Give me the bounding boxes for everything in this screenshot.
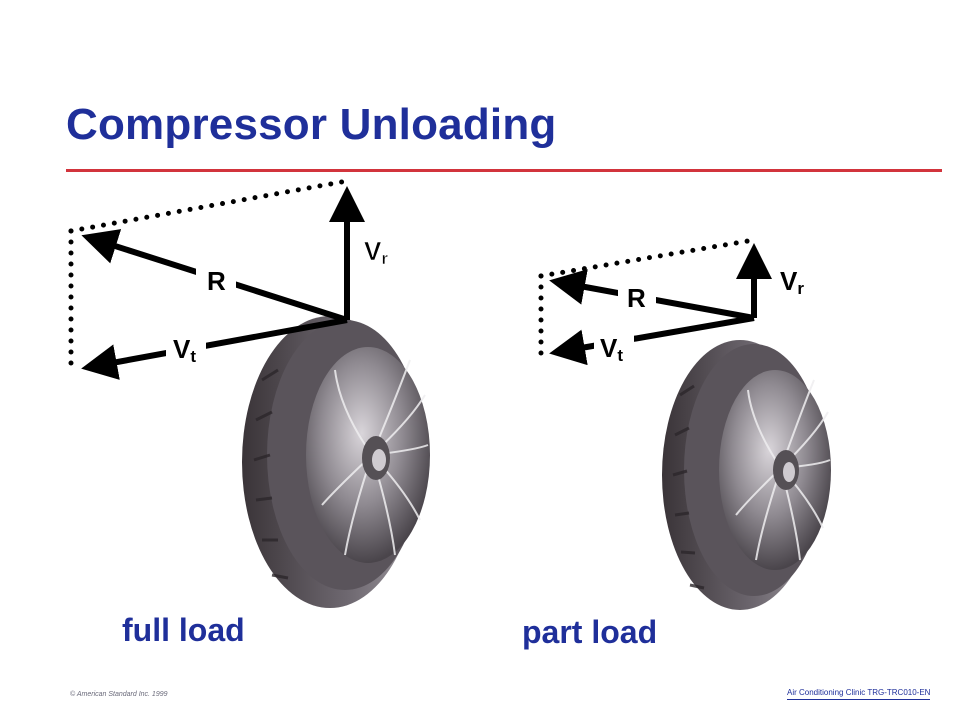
dotted-line-top-full — [68, 178, 350, 234]
part-load-caption: part load — [522, 614, 658, 650]
vt-arrow-full — [81, 317, 348, 380]
vector-diagram-full-load: Vr R Vt — [68, 178, 389, 380]
slide-title: Compressor Unloading — [66, 100, 557, 149]
vr-label-full: Vr — [364, 236, 388, 268]
vector-diagram-part-load: Vr R Vt — [538, 237, 804, 366]
vt-label-part: Vt — [600, 333, 623, 365]
impeller-full-load — [242, 316, 430, 608]
title-rule — [66, 169, 942, 172]
vt-label-full: Vt — [173, 334, 196, 366]
r-label-full: R — [207, 266, 226, 296]
dotted-line-top-part — [538, 237, 757, 279]
vt-arrow-part — [549, 315, 755, 366]
course-reference: Air Conditioning Clinic TRG-TRC010-EN — [787, 688, 931, 700]
vr-label-part: Vr — [780, 266, 804, 298]
r-label-part: R — [627, 283, 646, 313]
copyright-notice: © American Standard Inc. 1999 — [70, 691, 168, 698]
full-load-caption: full load — [122, 612, 245, 648]
impeller-part-load — [662, 340, 831, 610]
